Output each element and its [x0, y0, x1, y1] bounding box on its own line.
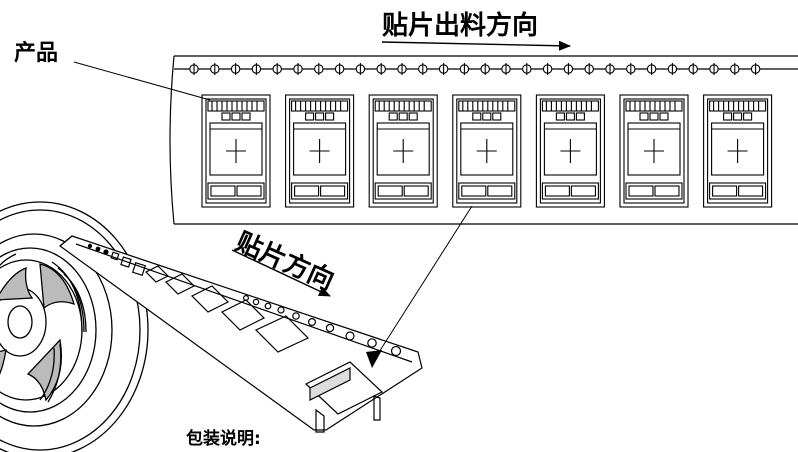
sprocket-hole [314, 63, 324, 75]
tape-pocket [703, 94, 773, 208]
sprocket-hole [709, 63, 719, 75]
pocket-leader-line [373, 205, 473, 361]
sprocket-hole [522, 63, 532, 75]
sprocket-hole [251, 63, 262, 75]
sprocket-hole [646, 63, 657, 75]
pocket-leader-arrowhead [366, 350, 382, 368]
sprocket-hole [688, 63, 698, 75]
sprocket-hole [459, 63, 470, 75]
sprocket-hole [334, 63, 345, 75]
tape-pocket [535, 94, 605, 208]
sprocket-hole [563, 63, 574, 75]
feed-direction-arrow [381, 40, 571, 51]
sprocket-hole [230, 63, 241, 75]
product-component [458, 100, 516, 200]
reel-tape [59, 235, 423, 433]
reel-tape-pockets [144, 265, 384, 433]
packaging-note-label: 包装说明: [186, 428, 261, 449]
sprocket-hole [376, 63, 386, 75]
tape-pocket [619, 94, 689, 208]
sprocket-hole [667, 63, 678, 75]
tape-pocket [201, 94, 271, 208]
sprocket-hole [480, 63, 490, 75]
reel-tape-sprocket-holes [87, 243, 402, 357]
sprocket-hole [210, 63, 220, 75]
sprocket-hole [501, 63, 511, 75]
sprocket-hole [605, 63, 615, 75]
sprocket-hole [750, 63, 761, 75]
product-component [625, 100, 683, 200]
placement-direction-arrow [231, 249, 331, 297]
sprocket-hole [189, 63, 199, 75]
leader-lines [73, 61, 473, 361]
product-component [541, 100, 599, 200]
tape-pocket [285, 94, 355, 208]
product-component [207, 100, 265, 200]
reel [0, 201, 149, 452]
placement-direction-label: 贴片方向 [231, 226, 339, 297]
sprocket-hole [355, 63, 366, 75]
sprocket-hole [542, 63, 553, 75]
sprocket-holes [189, 63, 761, 75]
sprocket-hole [730, 63, 740, 75]
tape-pockets [201, 94, 773, 208]
feed-direction-label: 贴片出料方向 [382, 10, 538, 41]
sprocket-hole [584, 63, 594, 75]
product-component [291, 100, 349, 200]
product-label: 产品 [14, 41, 58, 66]
sprocket-hole [626, 63, 636, 75]
product-component [374, 100, 432, 200]
sprocket-hole [418, 63, 428, 75]
tape-pocket [452, 94, 522, 208]
product-component [709, 100, 767, 200]
tape-pocket [368, 94, 438, 208]
sprocket-hole [438, 63, 449, 75]
product-leader-line [73, 61, 211, 101]
sprocket-hole [272, 63, 282, 75]
sprocket-hole [293, 63, 303, 75]
sprocket-hole [397, 63, 407, 75]
